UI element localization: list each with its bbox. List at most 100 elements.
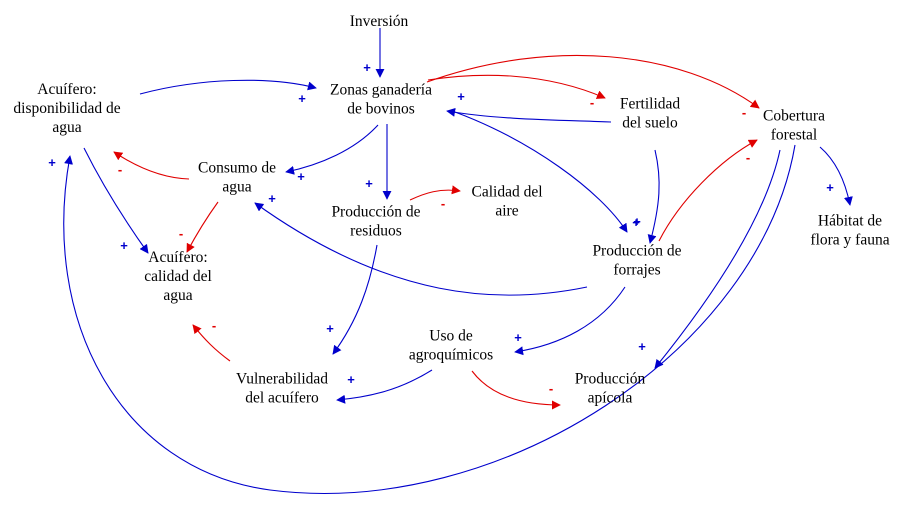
link-arrow xyxy=(409,185,461,201)
link-prod-residuos-to-calidad-aire: - xyxy=(409,185,461,211)
link-zonas-ganaderia-to-prod-forrajes: + xyxy=(454,111,641,233)
polarity-plus: + xyxy=(365,176,373,191)
node-zonas-ganaderia: Zonas ganadería de bovinos xyxy=(330,82,432,118)
links-layer: ++--++++--+-++-++++++-- xyxy=(48,28,853,494)
link-arrow xyxy=(446,107,612,123)
link-acuifero-disp-to-zonas-ganaderia: + xyxy=(139,79,317,106)
polarity-plus: + xyxy=(514,330,522,345)
polarity-minus: - xyxy=(549,381,553,396)
node-label-line: de bovinos xyxy=(347,101,415,118)
link-uso-agroquimicos-to-prod-apicola: - xyxy=(471,370,561,410)
polarity-plus: + xyxy=(363,60,371,75)
polarity-plus: + xyxy=(457,89,465,104)
polarity-plus: + xyxy=(347,372,355,387)
link-arrow xyxy=(336,369,433,404)
node-prod-apicola: Producción apícola xyxy=(575,371,646,407)
link-arrow xyxy=(254,202,588,296)
node-label-line: Uso de xyxy=(429,328,473,345)
node-habitat: Hábitat de flora y fauna xyxy=(810,213,889,249)
node-label-line: forestal xyxy=(771,127,817,144)
link-arrow xyxy=(647,149,660,244)
node-label-line: Producción xyxy=(575,371,646,388)
link-arrow xyxy=(83,147,149,254)
link-cobertura-to-acuifero-disp: + xyxy=(48,144,796,494)
polarity-plus: + xyxy=(633,214,641,229)
node-label-line: calidad del xyxy=(144,268,212,285)
node-fertilidad: Fertilidad del suelo xyxy=(620,96,681,132)
node-label-line: agua xyxy=(163,287,192,304)
node-label-line: agua xyxy=(52,119,81,136)
link-fertilidad-to-zonas-ganaderia: + xyxy=(446,89,612,123)
node-label-line: Fertilidad xyxy=(620,96,681,113)
link-prod-forrajes-to-cobertura: - xyxy=(658,139,758,242)
link-arrow xyxy=(427,74,606,99)
polarity-plus: + xyxy=(638,339,646,354)
polarity-plus: + xyxy=(326,321,334,336)
node-label-line: Producción de xyxy=(331,204,420,221)
link-cobertura-to-prod-apicola: + xyxy=(638,149,781,369)
link-zonas-ganaderia-to-prod-residuos: + xyxy=(365,124,392,200)
polarity-plus: + xyxy=(826,180,834,195)
polarity-minus: - xyxy=(590,95,594,110)
node-label-line: Consumo de xyxy=(198,160,276,177)
polarity-plus: + xyxy=(297,169,305,184)
node-label-line: agua xyxy=(222,179,251,196)
link-arrow xyxy=(285,124,379,175)
link-arrow xyxy=(332,244,378,355)
link-uso-agroquimicos-to-vulnerabilidad: + xyxy=(336,369,433,404)
node-inversion: Inversión xyxy=(350,13,409,30)
link-consumo-agua-to-acuifero-disp: - xyxy=(113,151,190,180)
link-arrow xyxy=(63,144,796,494)
link-arrow xyxy=(471,370,561,410)
link-zonas-ganaderia-to-cobertura: - xyxy=(426,54,760,120)
link-prod-forrajes-to-consumo-agua: + xyxy=(254,191,588,296)
node-acuifero-disp: Acuífero: disponibilidad de agua xyxy=(13,81,120,136)
link-arrow xyxy=(654,149,781,369)
node-label-line: apícola xyxy=(588,390,633,407)
node-label-line: flora y fauna xyxy=(810,232,889,249)
node-label-line: Calidad del xyxy=(471,184,542,201)
polarity-minus: - xyxy=(742,105,746,120)
link-zonas-ganaderia-to-consumo-agua: + xyxy=(285,124,379,184)
node-label-line: Cobertura xyxy=(763,108,825,125)
node-label-line: del suelo xyxy=(622,115,678,132)
node-consumo-agua: Consumo de agua xyxy=(198,160,276,196)
node-label-line: Producción de xyxy=(592,243,681,260)
polarity-plus: + xyxy=(268,191,276,206)
node-label-line: Zonas ganadería xyxy=(330,82,432,99)
polarity-plus: + xyxy=(298,91,306,106)
link-arrow xyxy=(514,286,626,356)
polarity-minus: - xyxy=(212,318,216,333)
node-label-line: disponibilidad de xyxy=(13,100,120,117)
link-arrow xyxy=(454,111,628,233)
node-label-line: residuos xyxy=(350,223,402,240)
node-label-line: Acuífero: xyxy=(37,81,96,98)
link-consumo-agua-to-acuifero-calidad: - xyxy=(179,201,219,253)
node-cobertura: Cobertura forestal xyxy=(763,108,825,144)
link-arrow xyxy=(819,146,853,206)
node-label-line: forrajes xyxy=(613,262,660,279)
node-label-line: Vulnerabilidad xyxy=(236,371,328,388)
link-arrow xyxy=(113,151,190,180)
link-vulnerabilidad-to-acuifero-calidad: - xyxy=(192,318,231,362)
link-inversion-to-zonas-ganaderia: + xyxy=(363,28,385,78)
node-prod-forrajes: Producción de forrajes xyxy=(592,243,681,279)
node-label-line: Hábitat de xyxy=(818,213,882,230)
link-prod-forrajes-to-uso-agroquimicos: + xyxy=(514,286,626,356)
link-acuifero-disp-to-acuifero-calidad: + xyxy=(83,147,149,254)
polarity-minus: - xyxy=(118,162,122,177)
link-arrow xyxy=(658,139,758,242)
polarity-minus: - xyxy=(179,226,183,241)
polarity-plus: + xyxy=(632,215,640,230)
link-arrow xyxy=(426,54,760,109)
link-arrow xyxy=(186,201,219,253)
link-zonas-ganaderia-to-fertilidad: - xyxy=(427,74,606,110)
polarity-plus: + xyxy=(48,155,56,170)
node-label-line: Acuífero: xyxy=(148,249,207,266)
link-fertilidad-to-prod-forrajes: + xyxy=(632,149,660,244)
